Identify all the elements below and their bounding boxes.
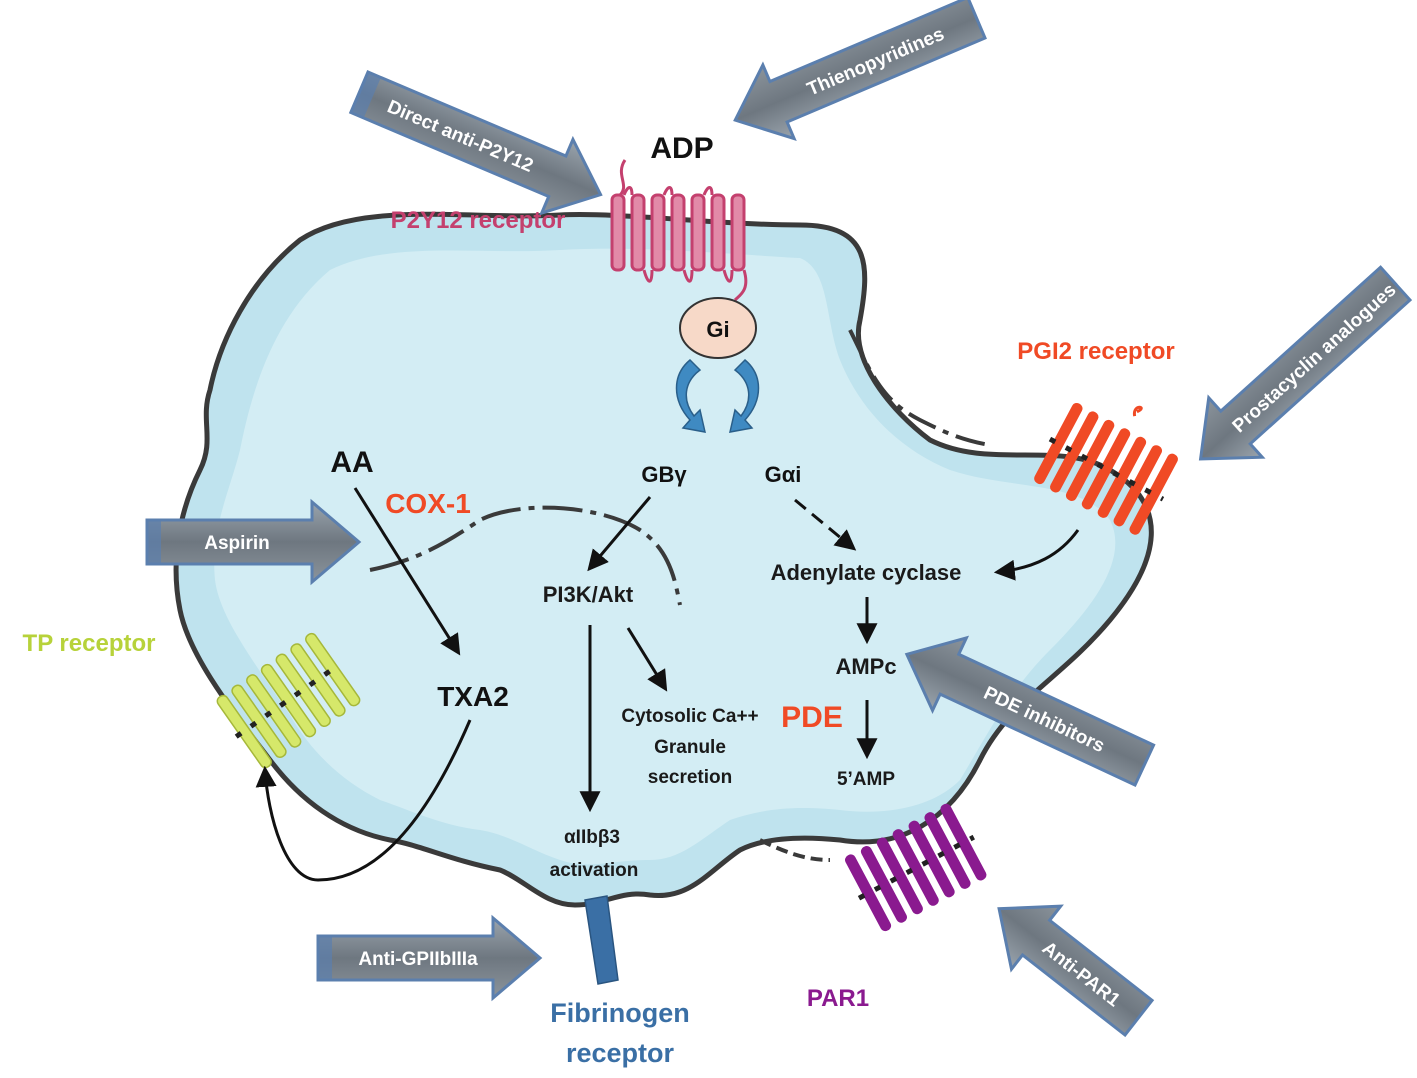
arrow-aa-to-txa2	[353, 487, 461, 656]
drug-label-prostacyclin-analogues: Prostacyclin analogues	[1229, 280, 1401, 438]
label-par1: PAR1	[807, 985, 869, 1012]
label-aiib-b3: αIIbβ3	[564, 827, 620, 848]
canal-right	[848, 329, 991, 447]
arrow-pi3k-to-cytosolic	[626, 627, 668, 692]
label-fibrinogen: Fibrinogen	[550, 998, 689, 1028]
label-tp-receptor: TP receptor	[23, 630, 156, 657]
label-g-alpha-i: Gαi	[765, 462, 802, 487]
canal-bottom	[759, 838, 831, 862]
arrow-gbg-to-pi3k	[587, 496, 652, 572]
drug-arrow-direct-anti-p2y12: Direct anti-P2Y12	[348, 70, 603, 216]
drug-arrow-prostacyclin-analogues: Prostacyclin analogues	[1198, 265, 1413, 461]
drug-arrow-anti-gpiibiiia: Anti-GPIIbIIIa	[316, 914, 543, 1002]
label-p2y12-receptor: P2Y12 receptor	[391, 207, 566, 234]
drug-label-anti-gpiibiiia: Anti-GPIIbIIIa	[358, 949, 478, 970]
label-5amp: 5’AMP	[837, 769, 895, 790]
open-canalicular-system	[369, 505, 682, 606]
label-ampc: AMPc	[835, 654, 896, 679]
label-granule: Granule	[654, 737, 726, 758]
label-pi3k-akt: PI3K/Akt	[543, 582, 634, 607]
label-g-beta-gamma: GBγ	[641, 462, 687, 487]
drug-arrow-aspirin: Aspirin	[145, 498, 362, 586]
arrow-gai-to-adenylate	[794, 498, 857, 551]
tp-receptor-icon	[216, 632, 361, 769]
label-adenylate-cyclase: Adenylate cyclase	[771, 560, 962, 585]
gi-protein	[679, 297, 757, 359]
fibrinogen-receptor-icon	[584, 895, 619, 985]
gi-split-arrow-right-icon	[729, 358, 760, 433]
label-gi: Gi	[706, 317, 729, 342]
label-aa: AA	[330, 446, 373, 479]
label-cytosolic-ca: Cytosolic Ca++	[621, 706, 758, 727]
label-txa2: TXA2	[437, 681, 509, 712]
gi-split-arrow-left-icon	[675, 358, 706, 433]
par1-receptor-icon	[845, 803, 987, 932]
label-pde: PDE	[781, 701, 843, 734]
p2y12-receptor-icon	[610, 159, 748, 302]
label-receptor: receptor	[566, 1038, 675, 1068]
pgi2-receptor-icon	[1034, 402, 1178, 535]
label-pgi2-receptor: PGI2 receptor	[1017, 338, 1174, 365]
label-secretion: secretion	[648, 767, 732, 788]
drug-arrow-thienopyridines: Thienopyridines	[733, 0, 987, 141]
label-adp: ADP	[650, 132, 713, 165]
arrow-txa2-to-tp	[255, 719, 472, 882]
drug-label-aspirin: Aspirin	[204, 533, 269, 554]
drug-arrow-anti-par1: Anti-PAR1	[997, 904, 1155, 1038]
label-activation: activation	[550, 860, 639, 881]
label-cox1: COX-1	[385, 488, 471, 519]
pathway-arrows	[255, 487, 1080, 882]
arrow-pgi2-to-adenylate	[993, 529, 1080, 581]
